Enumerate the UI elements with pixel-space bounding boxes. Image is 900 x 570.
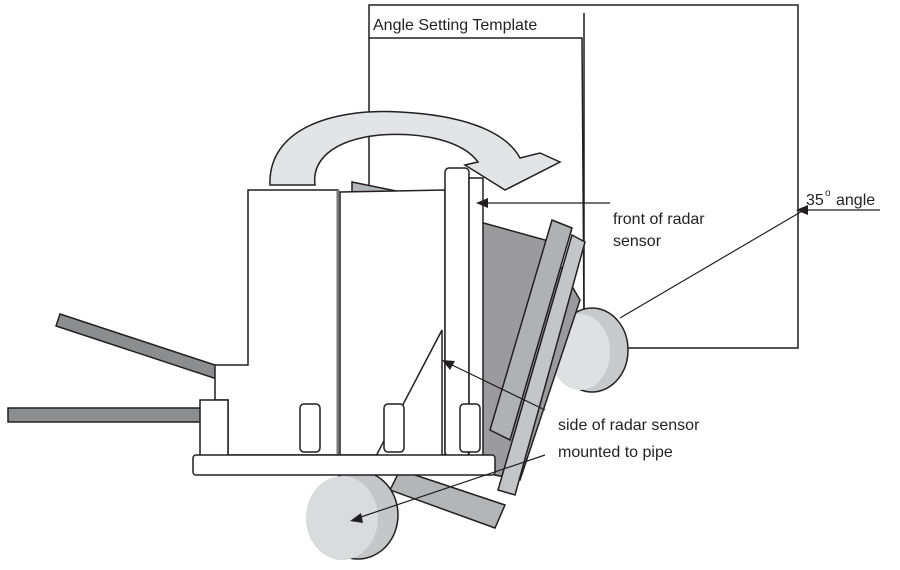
front-label-line1: front of radar <box>613 211 705 228</box>
sensor-slot-3 <box>459 403 481 453</box>
radar-sensor-body <box>199 167 484 459</box>
callout-labels: front of radar sensor 35 o angle side of… <box>558 188 875 461</box>
angle-degree-mark: o <box>825 188 831 199</box>
angle-leader-arrowhead <box>796 205 808 215</box>
angle-setting-template: Angle Setting Template <box>368 4 799 349</box>
curved-arrow-shape <box>269 110 562 191</box>
side-leader-line-1 <box>449 363 546 411</box>
template-title: Angle Setting Template <box>373 17 537 34</box>
lower-left-pipe <box>7 407 209 423</box>
lower-pipe-face <box>306 476 378 560</box>
base-plate <box>192 454 496 476</box>
angle-value: 35 <box>806 192 824 209</box>
tilted-sensor-bar-1 <box>489 218 573 442</box>
sensor-left-foot <box>199 399 229 457</box>
sensor-slot-1 <box>299 403 321 453</box>
angle-word: angle <box>836 192 875 209</box>
rotation-arrow <box>269 110 562 191</box>
side-leader-line-2 <box>357 454 546 519</box>
side-label-line1: side of radar sensor <box>558 417 700 434</box>
side-label-line2: mounted to pipe <box>558 444 673 461</box>
front-label-line2: sensor <box>613 233 662 250</box>
angle-leader-line <box>619 209 805 319</box>
sensor-slot-2 <box>383 403 405 453</box>
side-leader-arrowhead-2 <box>350 513 363 523</box>
left-pipes <box>7 313 231 423</box>
lower-pipe-end <box>306 470 399 560</box>
leader-lines <box>350 198 880 523</box>
side-leader-arrowhead-1 <box>442 360 455 370</box>
tilted-sensor-bar-2 <box>497 233 586 496</box>
tilted-sensor-base <box>388 469 507 529</box>
front-leader-arrowhead <box>476 198 488 208</box>
upper-left-pipe <box>55 313 231 383</box>
